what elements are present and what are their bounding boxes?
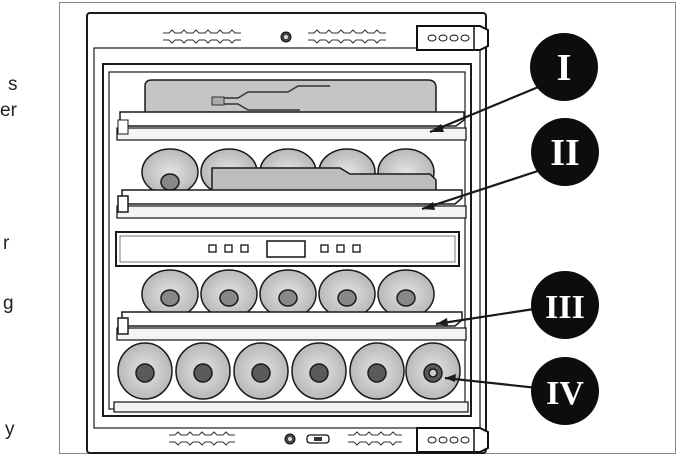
text-fragment-1: s bbox=[8, 74, 18, 95]
second-shelf bbox=[116, 148, 467, 219]
upper-shelf bbox=[116, 79, 467, 141]
callout-I: I bbox=[530, 33, 598, 101]
text-fragment-4: g bbox=[3, 293, 14, 314]
bottom-hinge-icon bbox=[416, 427, 489, 453]
text-fragment-2: er bbox=[0, 100, 17, 121]
control-panel bbox=[115, 231, 460, 267]
callout-III: III bbox=[531, 271, 599, 339]
top-vent-grille bbox=[163, 29, 386, 44]
lower-shelf bbox=[116, 269, 467, 341]
top-hinge-icon bbox=[416, 25, 489, 51]
text-fragment-3: r bbox=[3, 233, 10, 254]
callout-II: II bbox=[531, 118, 599, 186]
bottom-rack bbox=[113, 342, 469, 413]
callout-IV-label: IV bbox=[546, 375, 584, 412]
callout-II-label: II bbox=[550, 132, 580, 174]
callout-I-label: I bbox=[557, 47, 572, 89]
leader-lines bbox=[421, 81, 549, 391]
bottom-vent-grille bbox=[169, 431, 402, 446]
text-fragment-5: y bbox=[5, 419, 15, 440]
callout-IV: IV bbox=[531, 357, 599, 425]
callout-III-label: III bbox=[545, 289, 585, 326]
